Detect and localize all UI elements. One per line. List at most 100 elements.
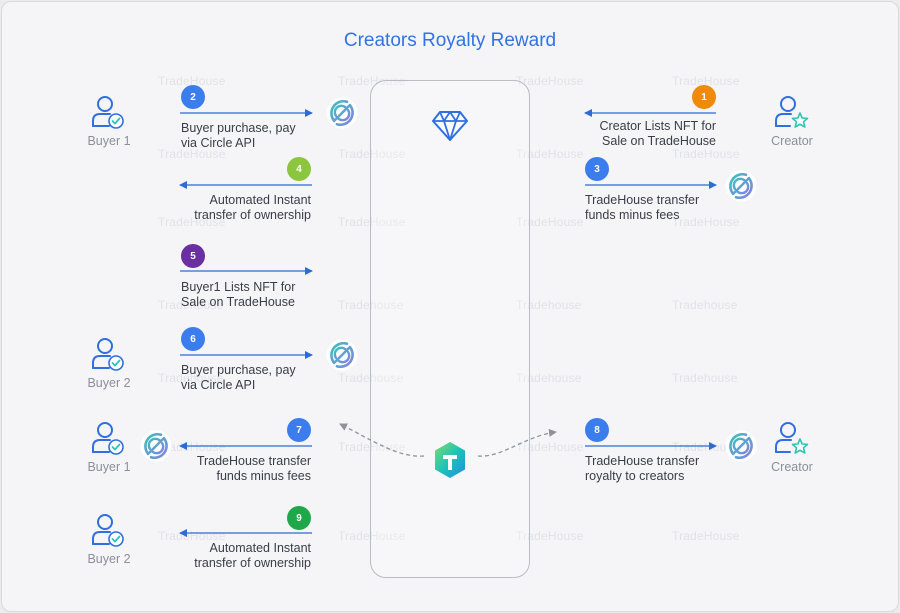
step-number: 7: [296, 424, 302, 436]
usdc-coin-icon: [325, 96, 359, 130]
step-number: 1: [701, 91, 707, 103]
usdc-coin-icon: [724, 429, 758, 463]
step-badge-7: 7: [287, 418, 311, 442]
actor-buyer-1-bottom: Buyer 1: [79, 420, 139, 474]
actor-creator-bottom: Creator: [762, 420, 822, 474]
actor-label: Creator: [771, 134, 813, 148]
watermark: TradeHouse: [158, 74, 226, 88]
watermark: Tradehouse: [672, 298, 738, 312]
step-text-line: Buyer1 Lists NFT for: [181, 280, 296, 294]
step-badge-2: 2: [181, 85, 205, 109]
watermark: Tradehouse: [672, 371, 738, 385]
watermark: TradeHouse: [516, 440, 584, 454]
actor-buyer-1-top: Buyer 1: [79, 94, 139, 148]
actor-buyer-2-middle: Buyer 2: [79, 336, 139, 390]
step-text-6: Buyer purchase, pay via Circle API: [181, 363, 296, 393]
step-text-9: Automated Instant transfer of ownership: [194, 541, 311, 571]
step-number: 2: [190, 91, 196, 103]
watermark: TradeHouse: [338, 147, 406, 161]
step-number: 6: [190, 333, 196, 345]
step-badge-9: 9: [287, 506, 311, 530]
actor-buyer-2-bottom: Buyer 2: [79, 512, 139, 566]
watermark: TradeHouse: [338, 215, 406, 229]
actor-label: Buyer 2: [87, 376, 131, 390]
watermark: TradeHouse: [338, 440, 406, 454]
creator-icon: [775, 96, 809, 128]
step-badge-5: 5: [181, 244, 205, 268]
step-text-7: TradeHouse transfer funds minus fees: [197, 454, 311, 484]
step-text-8: TradeHouse transfer royalty to creators: [585, 454, 699, 484]
step-text-1: Creator Lists NFT for Sale on TradeHouse: [600, 119, 716, 149]
usdc-coin-icon: [724, 169, 758, 203]
watermark: Tradehouse: [516, 298, 582, 312]
step-text-line: funds minus fees: [585, 208, 680, 222]
watermark: TradeHouse: [672, 440, 740, 454]
actor-label: Buyer 1: [87, 134, 131, 148]
step-text-3: TradeHouse transfer funds minus fees: [585, 193, 699, 223]
buyer-icon: [92, 338, 124, 371]
step-badge-4: 4: [287, 157, 311, 181]
step-text-5: Buyer1 Lists NFT for Sale on TradeHouse: [181, 280, 295, 310]
diagram-title: Creators Royalty Reward: [343, 30, 557, 51]
step-text-line: Buyer purchase, pay: [181, 363, 296, 377]
dashed-connector-left: [339, 423, 425, 457]
step-text-line: Buyer purchase, pay: [181, 121, 296, 135]
watermark: Tradehouse: [158, 371, 224, 385]
buyer-icon: [92, 514, 124, 547]
actor-creator-top: Creator: [762, 94, 822, 148]
step-text-2: Buyer purchase, pay via Circle API: [181, 121, 296, 151]
step-text-line: transfer of ownership: [194, 556, 311, 570]
watermark: TradeHouse: [672, 215, 740, 229]
step-text-4: Automated Instant transfer of ownership: [194, 193, 311, 223]
step-badge-6: 6: [181, 327, 205, 351]
buyer-icon: [92, 96, 124, 129]
step-text-line: Creator Lists NFT for: [599, 119, 716, 133]
step-text-line: Automated Instant: [209, 193, 311, 207]
step-text-line: TradeHouse transfer: [585, 193, 700, 207]
watermark: TradeHouse: [158, 147, 226, 161]
platform-panel: [370, 80, 530, 578]
watermark: TradeHouse: [158, 440, 226, 454]
step-text-line: Sale on TradeHouse: [602, 134, 716, 148]
watermark: TradeHouse: [672, 74, 740, 88]
usdc-coin-icon: [139, 429, 173, 463]
step-number: 4: [296, 163, 302, 175]
tradehouse-logo-icon: [435, 442, 465, 478]
buyer-icon: [92, 422, 124, 455]
watermark: TradeHouse: [338, 74, 406, 88]
watermark: TradeHouse: [516, 74, 584, 88]
watermark: Tradehouse: [516, 371, 582, 385]
step-text-line: TradeHouse transfer: [585, 454, 700, 468]
step-text-line: via Circle API: [181, 378, 256, 392]
step-text-line: Automated Instant: [209, 541, 311, 555]
step-text-line: royalty to creators: [585, 469, 685, 483]
step-text-line: Sale on TradeHouse: [181, 295, 295, 309]
step-text-line: TradeHouse transfer: [196, 454, 311, 468]
step-text-line: transfer of ownership: [194, 208, 311, 222]
step-number: 8: [594, 424, 600, 436]
watermark: TradeHouse: [672, 529, 740, 543]
step-number: 5: [190, 250, 196, 262]
watermark: TradeHouse: [516, 147, 584, 161]
watermark: Tradehouse: [158, 298, 224, 312]
step-badge-1: 1: [692, 85, 716, 109]
dashed-connector-right: [477, 428, 557, 457]
step-text-line: funds minus fees: [216, 469, 312, 483]
watermark: TradeHouse: [516, 529, 584, 543]
watermark: TradeHouse: [338, 529, 406, 543]
watermark: TradeHouse: [516, 215, 584, 229]
watermark: TradeHouse: [158, 215, 226, 229]
actor-label: Buyer 2: [87, 552, 131, 566]
step-number: 9: [296, 512, 302, 524]
actor-label: Buyer 1: [87, 460, 131, 474]
step-badge-3: 3: [585, 157, 609, 181]
usdc-coin-icon: [325, 338, 359, 372]
actor-label: Creator: [771, 460, 813, 474]
step-number: 3: [594, 163, 600, 175]
step-text-line: via Circle API: [181, 136, 256, 150]
watermark: TradeHouse: [672, 147, 740, 161]
step-badge-8: 8: [585, 418, 609, 442]
diamond-icon: [432, 111, 468, 141]
